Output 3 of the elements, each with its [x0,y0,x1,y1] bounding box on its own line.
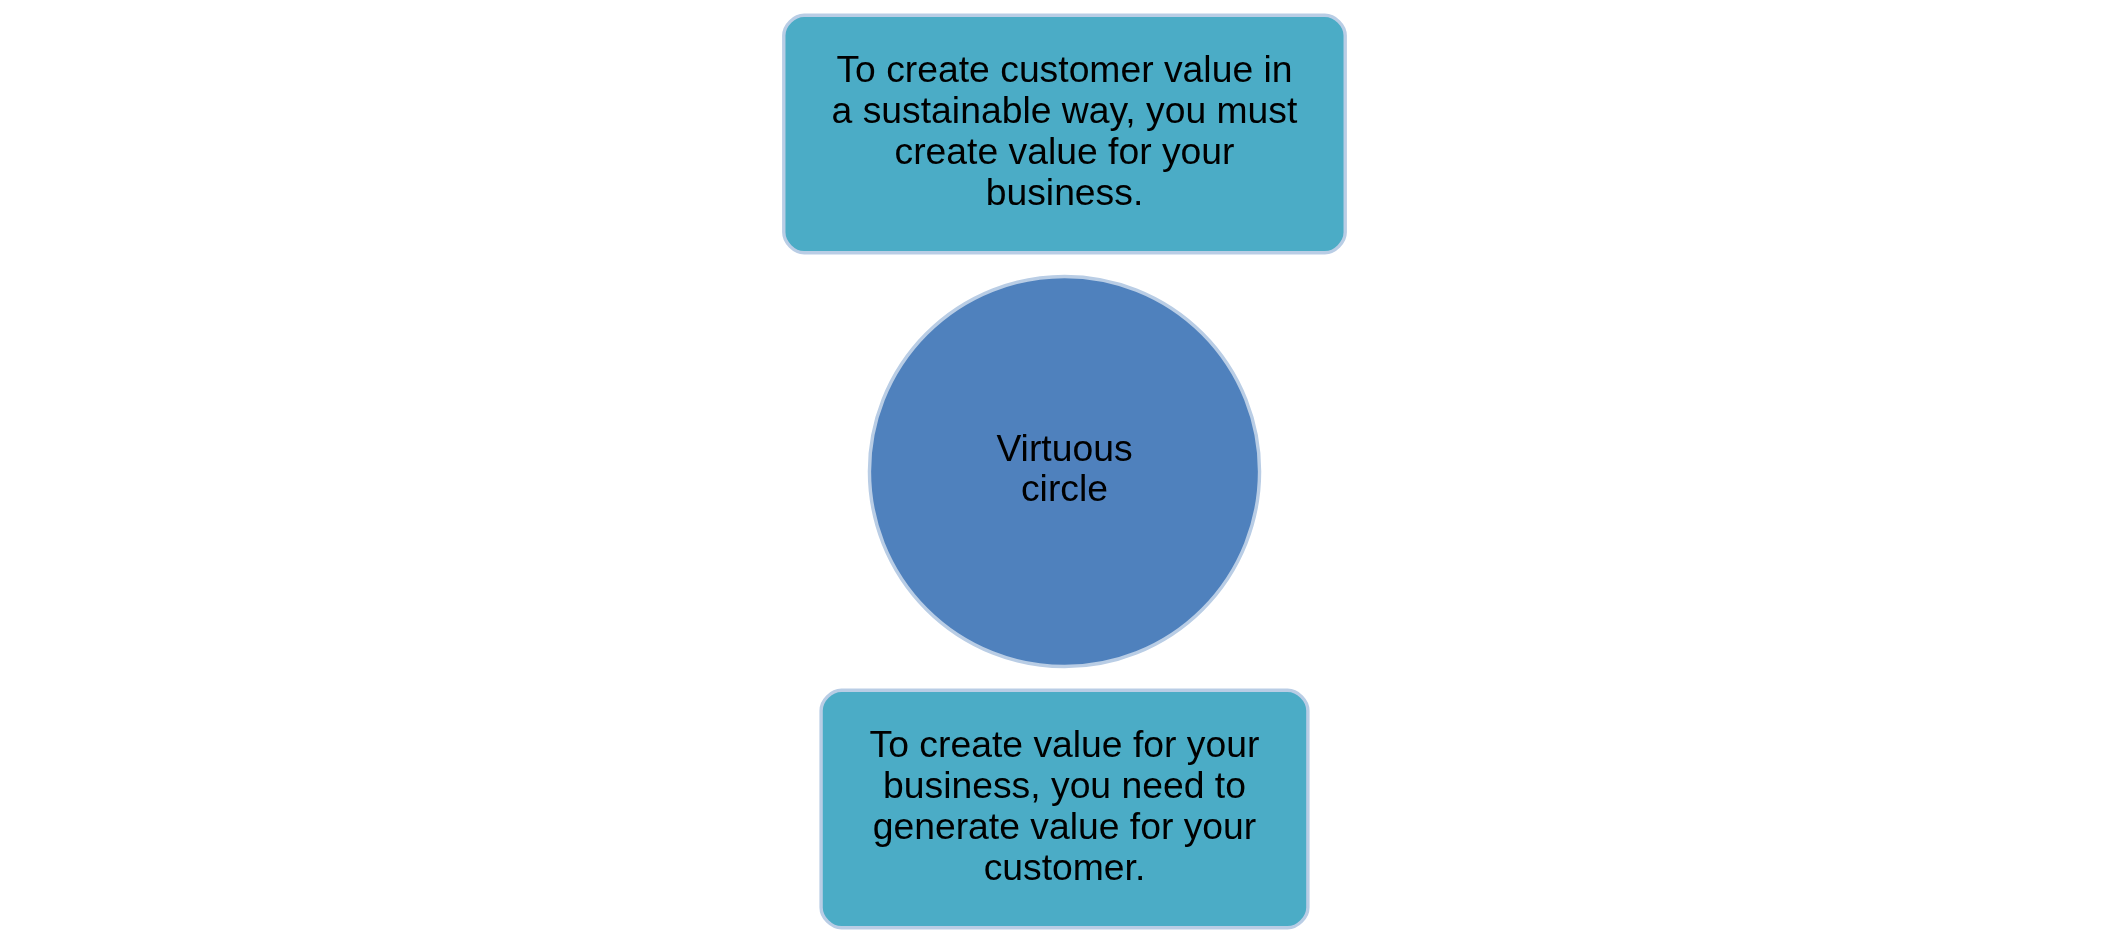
node-circle: Virtuous circle [867,274,1261,669]
node-box: To create customer value in a sustainable way, you must create value for your business. [781,13,1347,255]
node-box: To create value for your business, you need to generate value for your customer. [818,688,1310,930]
